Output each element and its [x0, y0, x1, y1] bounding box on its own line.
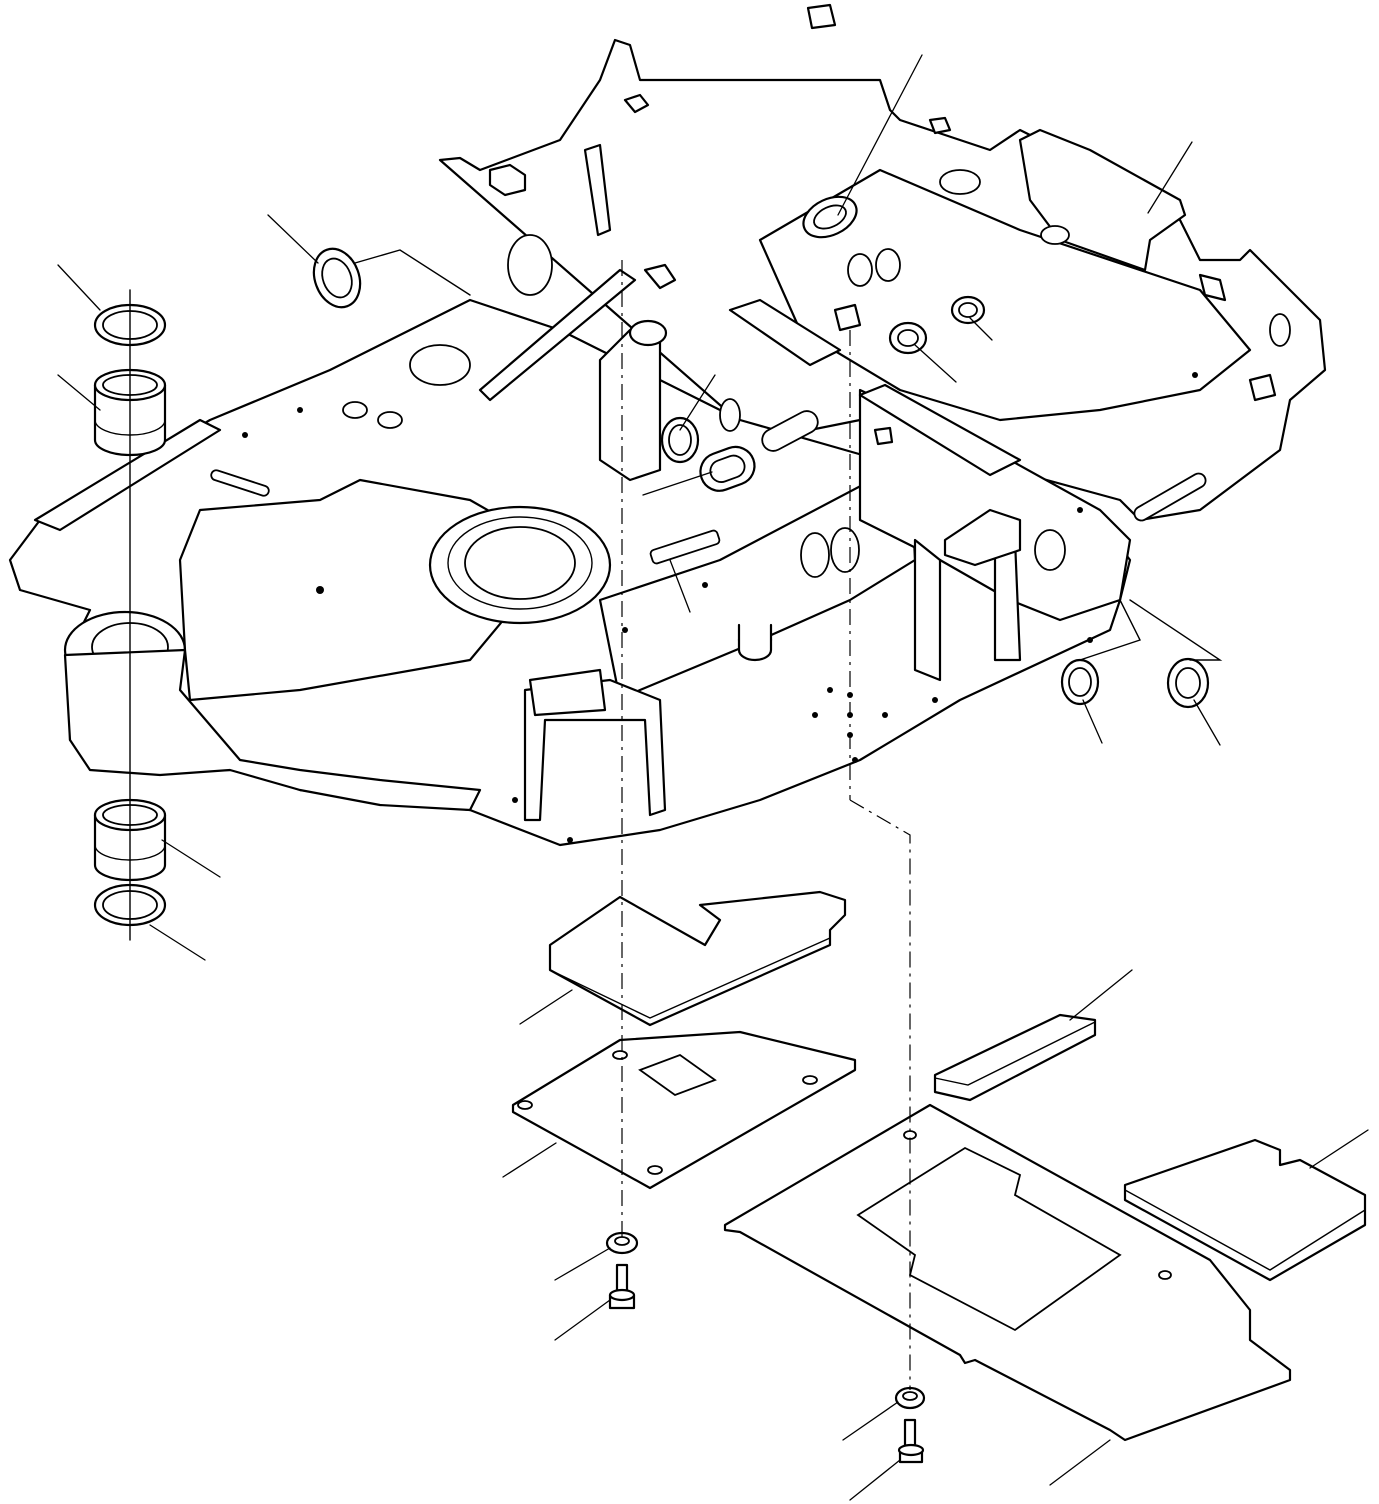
washer-large: [894, 1386, 926, 1410]
spacer-block: [933, 1013, 1097, 1102]
callout-spacer-block: [1069, 969, 1133, 1021]
bolt-small: [608, 1263, 636, 1310]
boom-boss-body: [63, 648, 482, 812]
bolt-hole-dots: [242, 372, 1198, 843]
callout-bottom-bushing: [161, 839, 221, 878]
callout-oval-grommet: [642, 471, 713, 496]
swing-bearing-bore: [464, 526, 576, 600]
callout-under-cover-large: [1049, 1439, 1111, 1486]
callout-leaders: [57, 54, 1369, 1501]
diagonal-bar-a: [478, 268, 637, 402]
top-beam-plate-b: [858, 383, 1022, 477]
grommet-oval: [699, 445, 756, 492]
side-pad: [1123, 1138, 1367, 1282]
grommet-side-a: [1060, 658, 1100, 706]
assembly-centerlines: [621, 260, 911, 1390]
callout-top-left-washer: [57, 264, 101, 311]
callout-side-pad: [1309, 1129, 1369, 1169]
callout-washer-small: [554, 1247, 611, 1281]
upright-center: [913, 538, 942, 682]
callout-rear-cover: [1147, 141, 1193, 214]
grommet-center: [660, 416, 700, 464]
under-cover-small: [511, 1030, 857, 1190]
frame-holes: [210, 169, 1291, 662]
grommet-rear: [802, 195, 858, 239]
washer-small: [605, 1231, 639, 1255]
grommet-side-b: [1166, 657, 1210, 709]
plug-rear-a: [950, 295, 986, 325]
callout-washer-large: [842, 1401, 899, 1441]
callout-side-grommet-a: [1082, 699, 1103, 744]
callout-side-grommet-b: [1193, 699, 1221, 746]
grommet-boom: [312, 247, 362, 309]
plug-rear-b: [888, 321, 928, 355]
callout-top-left-bushing: [57, 374, 101, 411]
diagonal-bar-b: [583, 143, 612, 237]
upright-left: [598, 328, 662, 482]
callout-bolt-small: [554, 1299, 611, 1341]
callout-center-grommet: [679, 374, 716, 431]
frame-tabs: [488, 3, 1277, 446]
swing-bearing-inner: [447, 516, 593, 610]
u-bracket-cap: [528, 668, 607, 717]
callout-insulation-pad: [519, 989, 573, 1025]
top-beam-plate-a: [728, 298, 842, 367]
extension-lines: [354, 249, 1223, 661]
grommets: [312, 195, 1210, 709]
callout-center-bar: [669, 559, 691, 613]
u-bracket: [523, 678, 667, 822]
insulation-pad: [548, 890, 847, 1027]
callout-rear-grommet: [837, 54, 923, 216]
callout-rear-plug-a: [969, 317, 993, 341]
right-mount-block: [943, 508, 1022, 567]
left-boom-bushing-stack: [93, 289, 167, 941]
callout-rear-plug-b: [914, 344, 957, 383]
bolt-large: [897, 1418, 925, 1464]
callout-bolt-large: [849, 1459, 901, 1501]
callout-boom-grommet: [267, 214, 319, 264]
rear-crossbeam: [758, 168, 1252, 422]
callout-bottom-washer: [149, 924, 206, 961]
callout-under-cover-small: [502, 1142, 557, 1178]
